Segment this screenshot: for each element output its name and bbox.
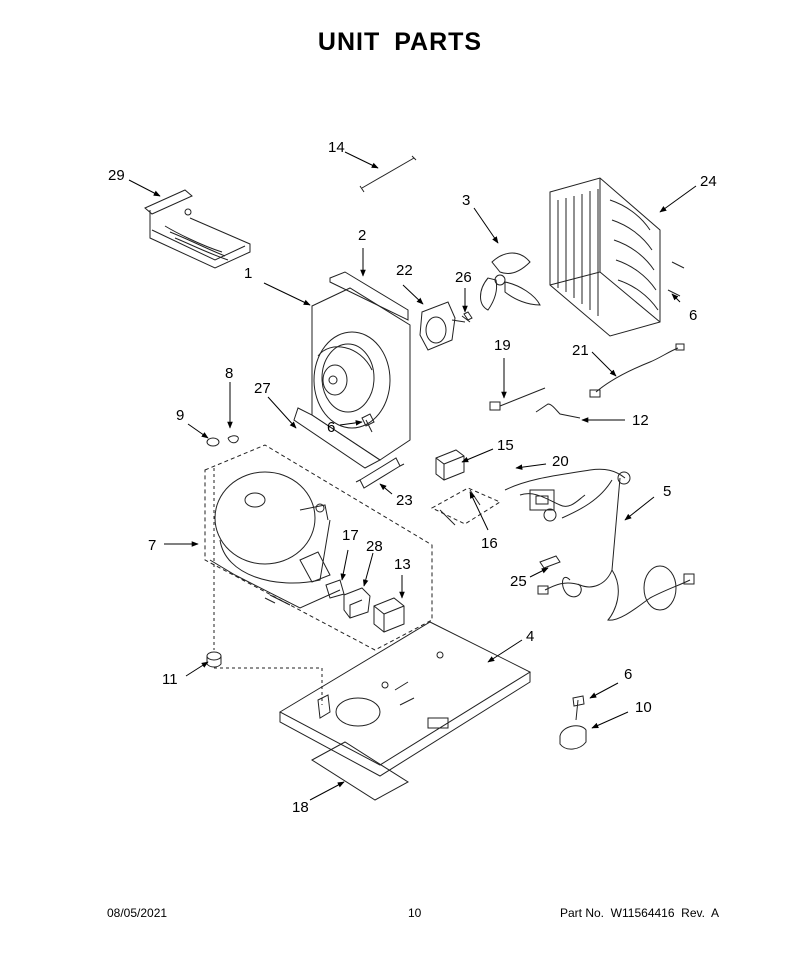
callout-3: 3 xyxy=(462,192,470,209)
fan-shroud-part xyxy=(293,287,411,469)
callout-1: 1 xyxy=(244,265,252,282)
wire-tie-part xyxy=(359,155,417,193)
callout-28: 28 xyxy=(366,538,383,555)
callout-9: 9 xyxy=(176,407,184,424)
callout-2: 2 xyxy=(358,227,366,244)
callout-13: 13 xyxy=(394,556,411,573)
base-plate-part xyxy=(278,621,532,777)
callout-29: 29 xyxy=(108,167,125,184)
callout-21: 21 xyxy=(572,342,589,359)
callout-22: 22 xyxy=(396,262,413,279)
drier-part xyxy=(355,457,405,489)
fan-motor-part xyxy=(419,301,466,351)
thermistor-part xyxy=(589,343,685,398)
clip-part xyxy=(227,435,239,444)
screw-part-26 xyxy=(461,311,473,323)
callout-23: 23 xyxy=(396,492,413,509)
footer-page-number: 10 xyxy=(408,906,422,920)
connector-part-19 xyxy=(489,387,546,411)
base-mat-part xyxy=(311,741,409,801)
leader-lines xyxy=(128,151,697,801)
callout-15: 15 xyxy=(497,437,514,454)
callout-16: 16 xyxy=(481,535,498,552)
callout-4: 4 xyxy=(526,628,534,645)
relay-part xyxy=(435,449,465,481)
capacitor-part xyxy=(373,597,405,633)
callout-26: 26 xyxy=(455,269,472,286)
condenser-part xyxy=(549,177,685,337)
callout-6-shroud: 6 xyxy=(327,419,335,436)
start-relay-part xyxy=(343,587,371,619)
fan-blade-part xyxy=(480,252,541,311)
clamp-part xyxy=(559,725,587,750)
tube-part-12 xyxy=(535,403,581,419)
page-title: UNIT PARTS xyxy=(317,28,483,56)
callout-6-base: 6 xyxy=(624,666,632,683)
callout-18: 18 xyxy=(292,799,309,816)
screw-part-6-lower xyxy=(572,695,585,721)
screw-part-6 xyxy=(361,413,375,433)
callout-14: 14 xyxy=(328,139,345,156)
drain-pan-part xyxy=(144,189,251,269)
callout-6-condenser: 6 xyxy=(689,307,697,324)
wiring-harness-part xyxy=(430,468,631,526)
callout-labels: 1 2 3 4 5 6 6 6 6 7 8 9 10 11 12 13 14 1… xyxy=(108,139,717,816)
callout-12: 12 xyxy=(632,412,649,429)
callout-8: 8 xyxy=(225,365,233,382)
compressor-part xyxy=(204,444,433,651)
callout-27: 27 xyxy=(254,380,271,397)
washer-part xyxy=(206,437,220,447)
connector-part-25 xyxy=(539,555,561,569)
callout-10: 10 xyxy=(635,699,652,716)
callout-24: 24 xyxy=(700,173,717,190)
footer-part-number: Part No. W11564416 Rev. A xyxy=(560,906,719,920)
seal-strip-part xyxy=(329,271,409,321)
callout-17: 17 xyxy=(342,527,359,544)
callout-19: 19 xyxy=(494,337,511,354)
callout-25: 25 xyxy=(510,573,527,590)
callout-11: 11 xyxy=(162,671,178,688)
overload-part xyxy=(325,579,345,599)
grommet-part xyxy=(206,651,222,668)
callout-5: 5 xyxy=(663,483,671,500)
footer-date: 08/05/2021 xyxy=(107,906,168,920)
callout-20: 20 xyxy=(552,453,569,470)
main-harness-part xyxy=(537,477,695,621)
callout-7: 7 xyxy=(148,537,156,554)
